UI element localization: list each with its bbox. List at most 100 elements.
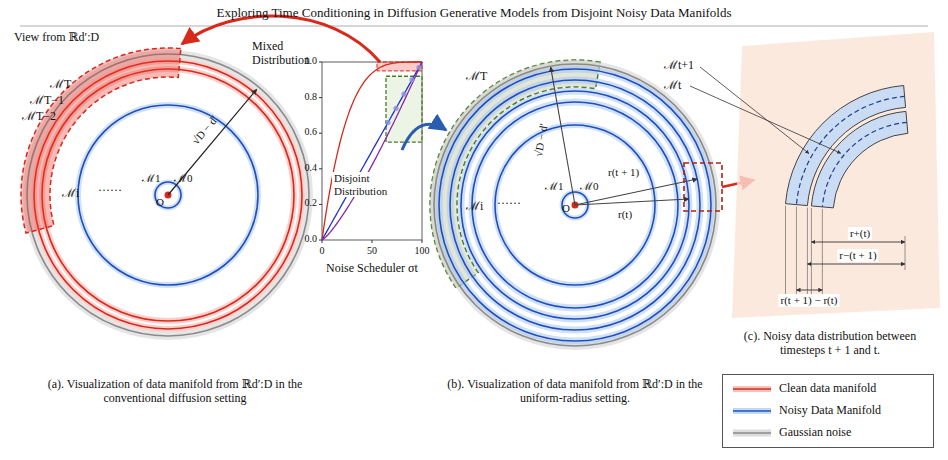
tick	[319, 62, 322, 63]
header-rule	[20, 26, 928, 27]
extension-line	[811, 208, 812, 296]
panel-c	[732, 32, 940, 318]
extension-line	[796, 207, 797, 296]
panel-a	[21, 48, 309, 336]
axis-tick: 0.4	[305, 162, 318, 174]
radius-arrow	[168, 89, 257, 195]
noisy-ring	[461, 91, 689, 319]
timestep-dot	[416, 65, 421, 70]
timestep-dot	[393, 106, 398, 111]
plot-frame	[322, 62, 422, 240]
legend-text: Clean data manifold	[779, 381, 876, 396]
panel-caption: (a). Visualization of data manifold from…	[25, 378, 325, 406]
leader-line	[700, 67, 809, 154]
axis-tick: 0.0	[305, 233, 318, 245]
noisy-band	[811, 111, 907, 207]
leader-line	[690, 86, 841, 153]
figure-label: ℳ0	[580, 180, 599, 193]
zoom-box	[684, 163, 722, 211]
tick	[319, 97, 322, 98]
legend-text: Noisy Data Manifold	[779, 403, 881, 418]
axis-tick: 100	[415, 245, 430, 257]
figure-label: Mixed Distribution	[252, 40, 330, 68]
schedule-curve	[322, 62, 422, 240]
axis-tick: 0.6	[305, 126, 318, 138]
tick	[319, 133, 322, 134]
figure-label: ……	[497, 194, 521, 208]
figure-label: r(t + 1) − r(t)	[779, 294, 840, 307]
figure-label: ℳt+1	[664, 59, 694, 73]
figure-label: O	[562, 202, 570, 215]
figure-label: r(t + 1)	[608, 166, 639, 179]
figure-label: Disjoint Distribution	[332, 172, 398, 197]
legend-text: Gaussian noise	[779, 425, 851, 440]
figure-label: √D − d′	[189, 113, 220, 147]
timestep-dot	[401, 91, 406, 96]
view-band	[21, 48, 181, 233]
figure-label: ℳ1	[142, 172, 161, 185]
figure-label: ℳT−2	[22, 110, 56, 124]
extension-line	[905, 236, 906, 270]
tick	[319, 168, 322, 169]
figure-label: ℳT	[466, 70, 487, 84]
axis-tick: 0.2	[305, 197, 318, 209]
figure-label: ℳT−1	[30, 94, 64, 108]
legend-row: Clean data manifold	[723, 379, 933, 399]
figure-label: ℳ0	[174, 172, 193, 185]
panel-caption: (b). Visualization of data manifold from…	[430, 378, 720, 406]
figure-label: ℳi	[466, 200, 483, 214]
extension-line	[822, 209, 823, 296]
figure-label: Noise Scheduler σt	[326, 262, 418, 276]
figure-label: ℳT	[50, 78, 71, 92]
figure-label: O	[156, 196, 164, 209]
legend-sample	[731, 425, 773, 441]
gaussian-ring-glow	[434, 64, 716, 346]
radius-arrow	[575, 199, 689, 205]
axis-tick: 0	[320, 245, 325, 257]
panel-caption: (c). Noisy data distribution between tim…	[730, 330, 930, 358]
timestep-dot	[409, 77, 414, 82]
manifold-arc	[822, 122, 907, 207]
legend-sample	[731, 381, 773, 397]
legend-sample	[731, 403, 773, 419]
tick	[319, 204, 322, 205]
figure-label: ℳi	[62, 187, 79, 201]
extension-line	[785, 206, 786, 296]
figure-label: ℳt	[664, 79, 681, 93]
disjoint-region	[386, 76, 422, 142]
timestep-dot	[385, 120, 390, 125]
noisy-ring	[439, 69, 711, 341]
noisy-ring-glow	[439, 69, 711, 341]
extension-line	[807, 208, 808, 296]
figure-label: r(t)	[618, 208, 632, 221]
page-title: Exploring Time Conditioning in Diffusion…	[0, 5, 948, 21]
tick	[372, 240, 373, 243]
zoom-arrow	[402, 124, 446, 150]
figure-label: ℳ1	[545, 180, 564, 193]
figure-label: ……	[98, 181, 122, 195]
noisy-ring-glow	[461, 91, 689, 319]
figure-label: √D − d′	[532, 122, 550, 157]
dimension-line	[796, 290, 822, 291]
panel-b	[430, 60, 722, 346]
tick	[422, 240, 423, 243]
figure-label: r−(t + 1)	[837, 249, 878, 262]
noisy-ring-glow	[450, 80, 700, 330]
figure-label: r+(t)	[848, 227, 872, 240]
noise-chart	[319, 62, 422, 243]
legend-box: Clean data manifoldNoisy Data ManifoldGa…	[722, 374, 934, 448]
legend-row: Noisy Data Manifold	[723, 401, 933, 421]
zoom-ground	[732, 32, 940, 318]
axis-tick: 0.8	[305, 91, 318, 103]
radius-arrow	[575, 179, 697, 205]
dimension-line	[807, 264, 905, 265]
figure-label: View from ℝd′:D	[14, 31, 99, 45]
schedule-curve	[322, 62, 422, 240]
dimension-line	[811, 242, 905, 243]
legend-row: Gaussian noise	[723, 423, 933, 443]
axis-tick: 50	[367, 245, 377, 257]
schedule-curve	[322, 62, 422, 240]
noisy-ring	[450, 80, 700, 330]
axis-tick: 1.0	[305, 55, 318, 67]
gaussian-ring	[434, 64, 716, 346]
